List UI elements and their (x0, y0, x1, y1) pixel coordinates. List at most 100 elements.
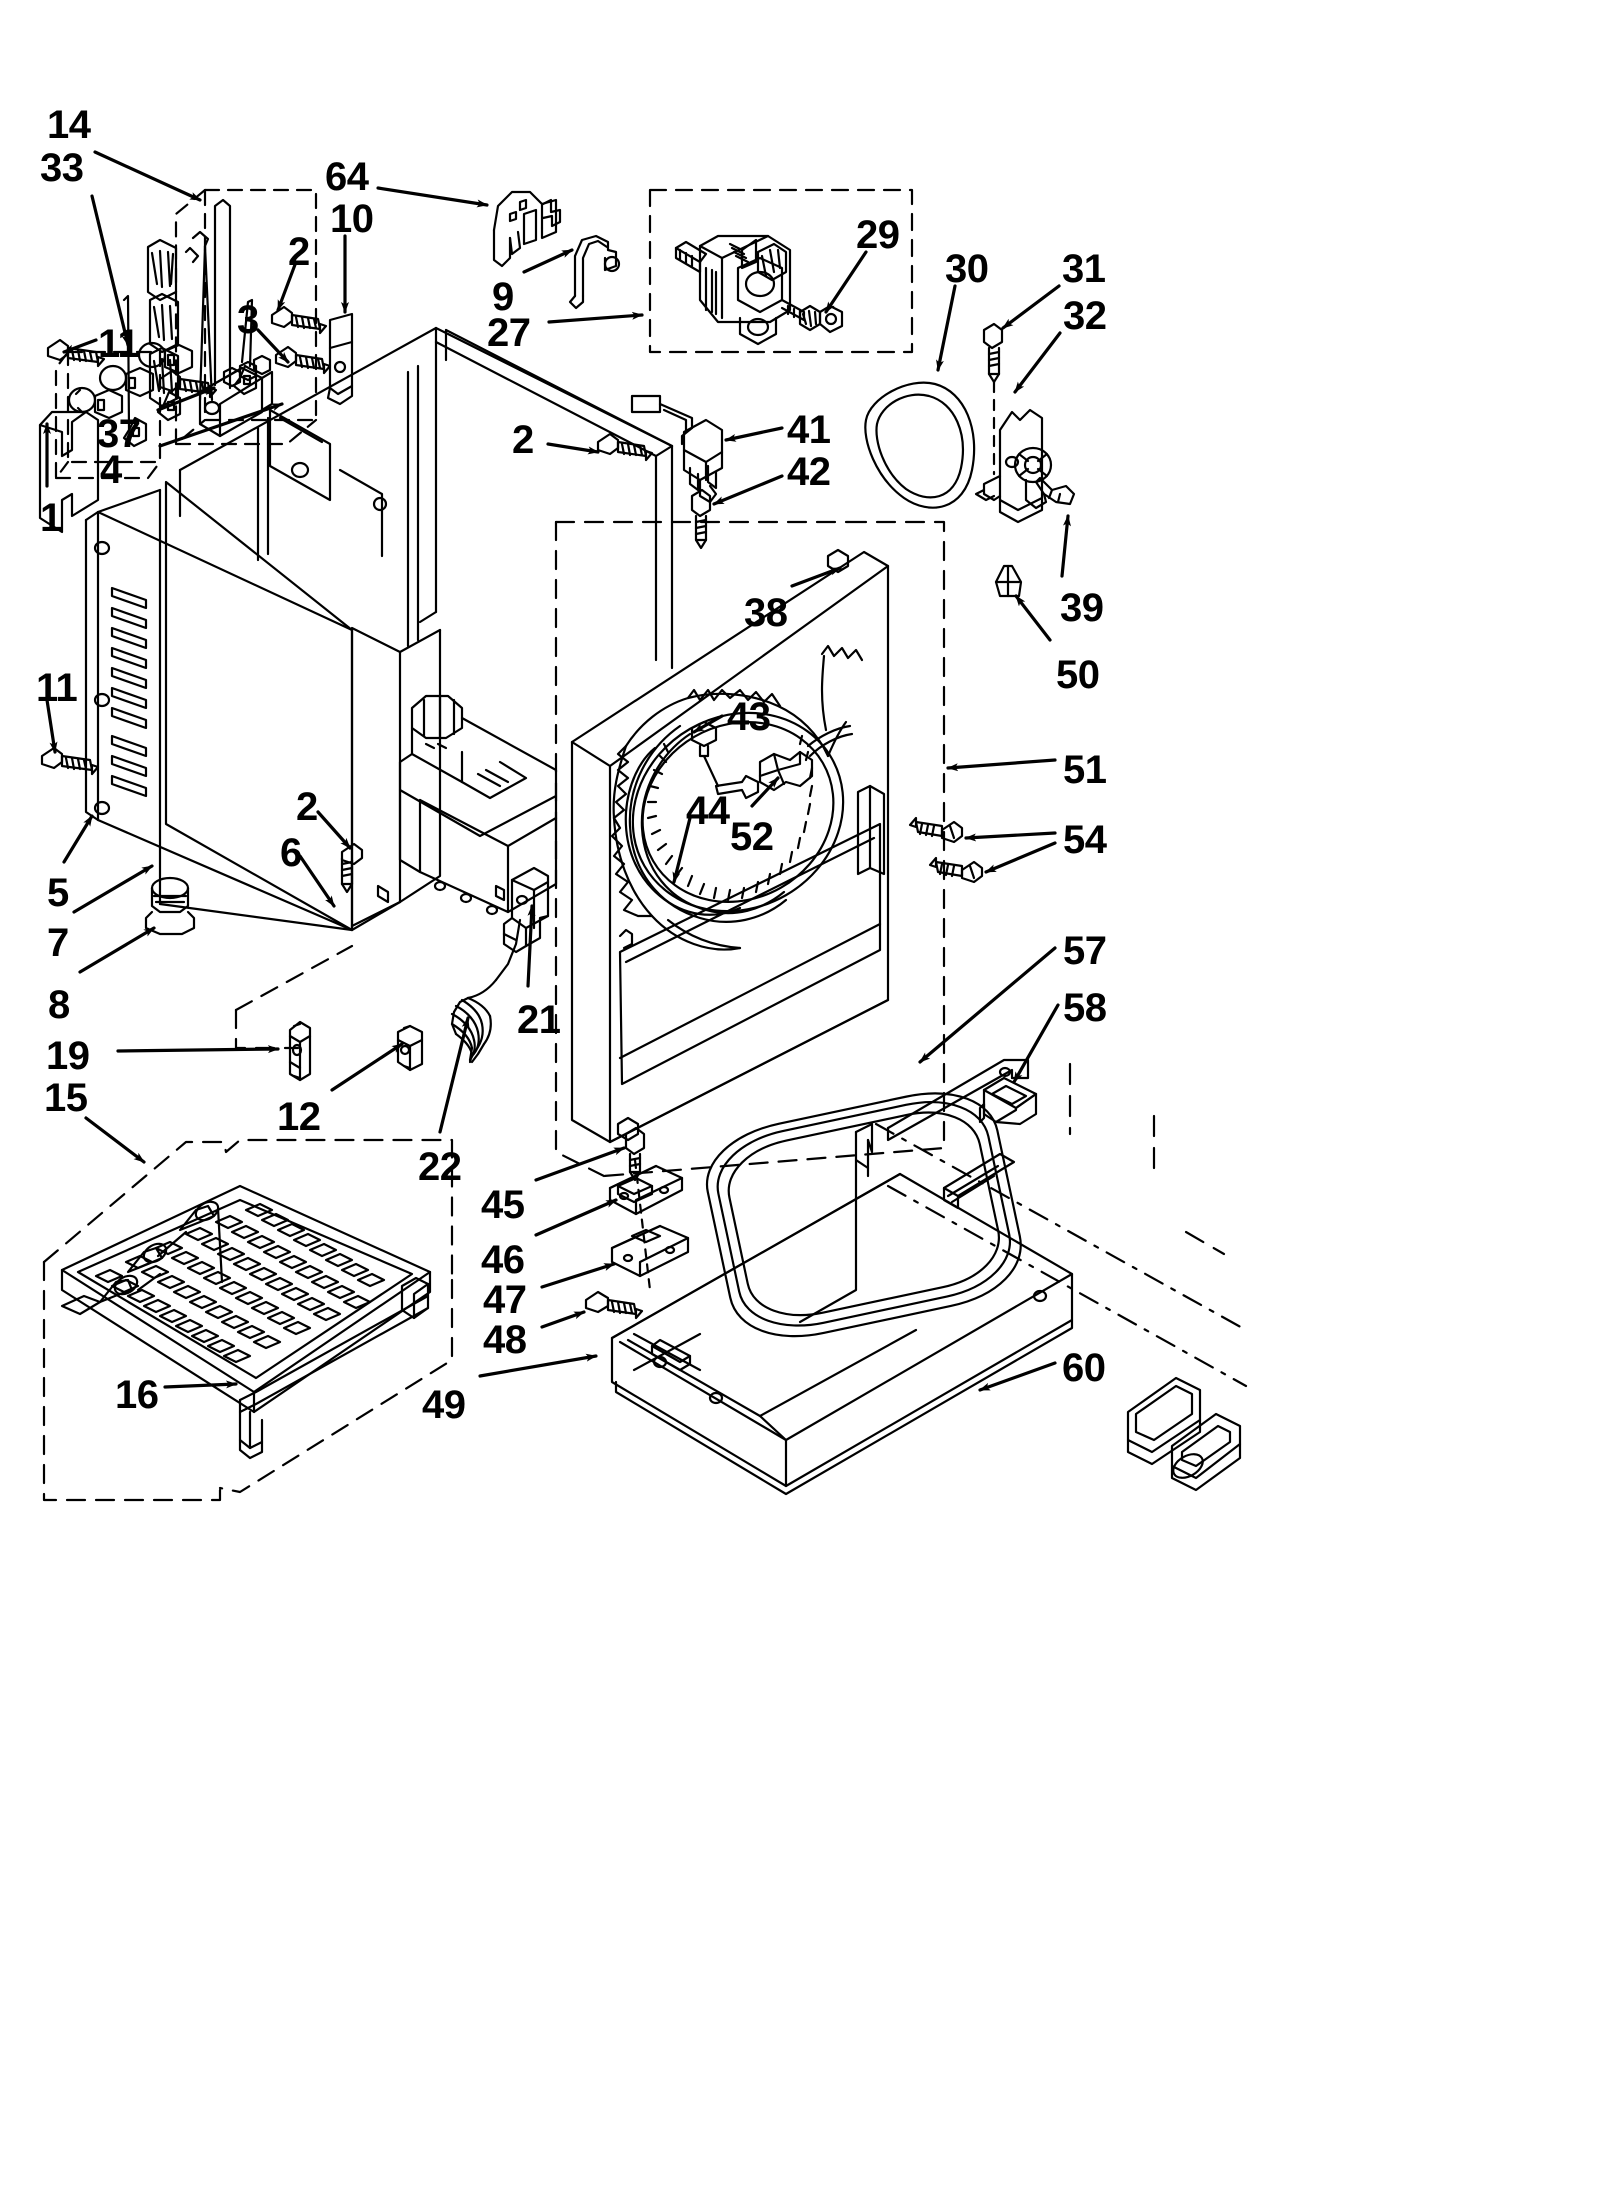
door-switch-screw (690, 488, 712, 550)
leader-31 (1001, 284, 1061, 330)
callout-number-1: 1 (40, 496, 62, 540)
callout-number-47: 47 (483, 1278, 527, 1322)
leader-33 (90, 194, 130, 347)
wire-clip-9 (568, 234, 621, 310)
callout-number-64: 64 (325, 155, 369, 199)
leader-22 (438, 1016, 470, 1134)
cabinet-body (84, 326, 674, 932)
cutaway-outline (610, 644, 864, 951)
leader-dashline-45 (633, 1158, 652, 1292)
screw-54a (908, 816, 964, 844)
base-foot-pad-60 (1126, 1376, 1242, 1492)
leader-32 (1013, 331, 1062, 394)
callout-number-48: 48 (483, 1318, 527, 1362)
leader-46 (534, 1198, 618, 1237)
leader-6 (298, 854, 336, 908)
heater-bracket-19 (288, 1020, 312, 1082)
motor-group-box (648, 188, 914, 354)
leader-30 (936, 284, 957, 372)
callout-number-4: 4 (100, 448, 122, 492)
leader-14 (93, 150, 202, 202)
snap-plug-50 (994, 564, 1023, 598)
callout-number-5: 5 (47, 871, 69, 915)
vent-grommet-58 (978, 1076, 1038, 1126)
drive-motor (674, 234, 806, 346)
leader-47 (540, 1262, 616, 1289)
callout-number-51: 51 (1063, 748, 1107, 792)
leader-58 (1012, 1003, 1060, 1084)
callout-number-7: 7 (47, 921, 69, 965)
heater-support-rod-16 (238, 1276, 430, 1460)
screw-54b (928, 856, 984, 884)
leader-42 (712, 474, 784, 506)
callout-number-45: 45 (481, 1183, 525, 1227)
leveling-leg (144, 876, 196, 936)
leader-54a (964, 831, 1057, 842)
leader-29 (824, 250, 868, 314)
leader-48 (540, 1310, 586, 1329)
callout-number-57: 57 (1063, 929, 1107, 973)
leader-57 (918, 946, 1057, 1064)
callout-number-32: 32 (1063, 294, 1107, 338)
latch-strike (326, 312, 354, 406)
leader-38 (790, 566, 842, 588)
callout-number-30: 30 (945, 247, 989, 291)
heater-group-box (42, 1138, 454, 1502)
callout-number-42: 42 (787, 450, 831, 494)
leader-11a (62, 338, 98, 354)
callout-number-41: 41 (787, 408, 831, 452)
callout-number-16: 16 (115, 1373, 159, 1417)
leader-4 (158, 402, 284, 448)
leader-49 (478, 1353, 598, 1378)
callout-number-58: 58 (1063, 986, 1107, 1030)
callout-number-37: 37 (97, 412, 141, 456)
base-panel-49 (610, 1172, 1074, 1496)
callout-number-11a: 11 (98, 322, 140, 366)
leader-12 (330, 1042, 404, 1092)
motor-nut-29 (798, 304, 844, 334)
leader-64 (376, 186, 489, 208)
leader-50 (1014, 594, 1052, 642)
leader-44 (672, 816, 692, 884)
front-panel-group-box-2 (234, 944, 354, 1050)
callout-number-50: 50 (1056, 653, 1100, 697)
callout-number-43: 43 (727, 695, 771, 739)
leader-51 (946, 758, 1057, 772)
leader-2a (276, 260, 298, 312)
leader-39 (1060, 514, 1071, 578)
leader-43 (692, 714, 724, 734)
screw-2-lower (340, 842, 364, 894)
callout-number-46: 46 (481, 1238, 525, 1282)
terminal-block-cover (38, 410, 100, 534)
idler-screw-31 (982, 322, 1004, 384)
callout-number-6: 6 (280, 831, 302, 875)
cabinet-right-dashed (1068, 1062, 1226, 1256)
bulkhead-seal-57 (705, 1092, 1022, 1338)
leader-11b (45, 698, 58, 754)
callout-number-39: 39 (1060, 586, 1104, 630)
leader-9 (522, 248, 574, 274)
bracket-clip-64 (492, 190, 562, 268)
control-panel-group (174, 188, 318, 446)
leader-lines (43, 150, 1071, 1392)
leader-2b (546, 442, 600, 455)
callout-number-22: 22 (418, 1145, 462, 1189)
screw-11-top (46, 338, 106, 368)
hinge-plate-12 (396, 1024, 424, 1072)
screw-48 (584, 1290, 644, 1320)
door-switch (630, 394, 724, 504)
callout-number-2b: 2 (512, 418, 534, 462)
drive-belt (864, 381, 976, 509)
drum-glide-pin-43 (690, 720, 760, 800)
screw-2-upper (270, 305, 328, 335)
control-knobs (67, 341, 194, 420)
callout-number-38: 38 (744, 591, 788, 635)
callout-number-60: 60 (1062, 1346, 1106, 1390)
callout-number-19: 19 (46, 1034, 90, 1078)
callout-number-31: 31 (1062, 247, 1106, 291)
leader-3 (256, 328, 290, 364)
door-seal-44 (624, 711, 845, 916)
leader-54b (984, 841, 1057, 874)
callout-number-11b: 11 (36, 666, 78, 710)
leader-41 (724, 426, 784, 442)
